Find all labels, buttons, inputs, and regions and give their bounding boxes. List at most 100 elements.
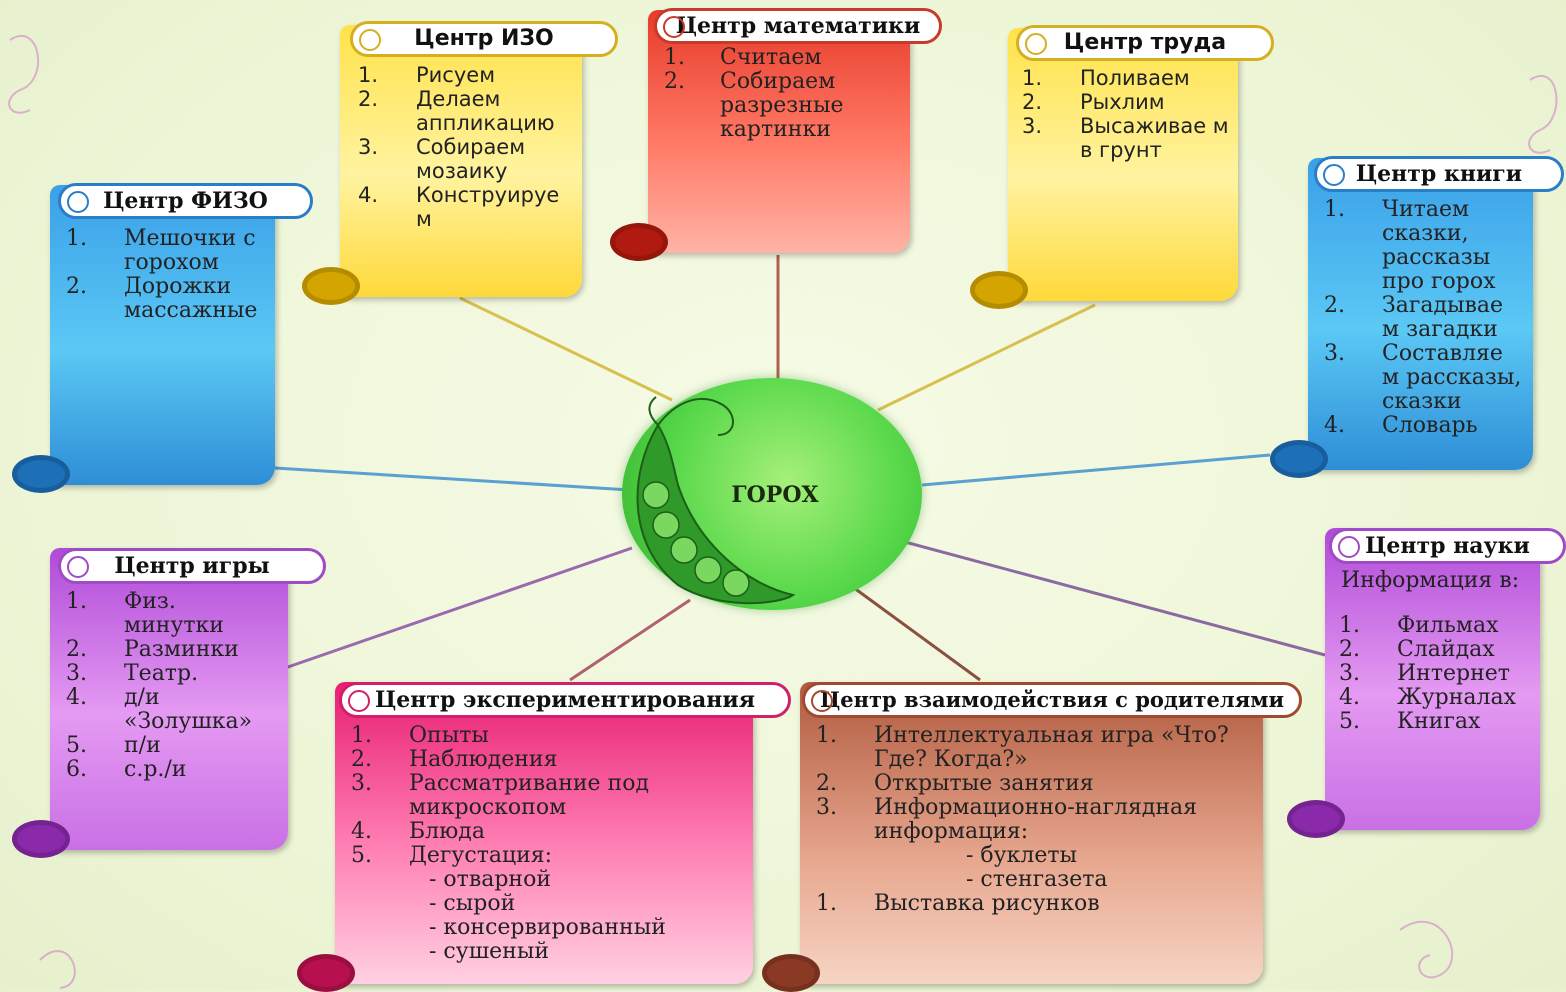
box-science-title: Центр науки bbox=[1329, 528, 1566, 564]
list-item: 3.Рассматривание под микроскопом bbox=[351, 771, 650, 820]
list-item: 2.Открытые занятия bbox=[816, 771, 1094, 796]
list-item: 2.Загадывае м загадки bbox=[1324, 293, 1504, 342]
swirl-decoration bbox=[39, 950, 76, 989]
scroll-roll-icon bbox=[359, 29, 381, 51]
list-item: 3.Интернет bbox=[1339, 661, 1510, 686]
list-item: 5.п/и bbox=[66, 733, 161, 758]
scroll-curl bbox=[12, 455, 70, 493]
list-item: 1.Читаем сказки, рассказы про горох bbox=[1324, 197, 1496, 294]
box-experiment-list: 1.Опыты 2.Наблюдения 3.Рассматривание по… bbox=[351, 724, 746, 964]
line-parents bbox=[849, 583, 981, 682]
line-science bbox=[904, 540, 1326, 657]
list-item: 5.Книгах bbox=[1339, 709, 1481, 734]
list-item: 3.Информационно-наглядная информация: bbox=[816, 795, 1198, 844]
box-experiment: Центр экспериментирования 1.Опыты 2.Набл… bbox=[297, 682, 791, 992]
sub-item: - буклеты bbox=[966, 843, 1078, 868]
box-izo-list: 1.Рисуем 2.Делаем аппликацию 3.Собираем … bbox=[358, 63, 573, 231]
scroll-curl bbox=[302, 267, 360, 305]
list-item: 1.Выставка рисунков bbox=[816, 891, 1100, 916]
box-izo-title: Центр ИЗО bbox=[350, 21, 618, 57]
line-books bbox=[921, 453, 1271, 487]
swirl-decoration bbox=[8, 35, 40, 114]
box-math-title: Центр математики bbox=[654, 8, 942, 44]
center-title: ГОРОХ bbox=[731, 482, 819, 508]
list-item: 2.Рыхлим bbox=[1022, 90, 1165, 114]
list-item: 1.Рисуем bbox=[358, 63, 496, 87]
list-item: 4.Блюда bbox=[351, 819, 485, 844]
box-books: Центр книги 1.Читаем сказки, рассказы пр… bbox=[1270, 156, 1564, 478]
sub-item: - сырой bbox=[429, 891, 516, 916]
list-item: 1.Мешочки с горохом bbox=[66, 226, 256, 275]
box-parents: Центр взаимодействия с родителями 1.Инте… bbox=[762, 682, 1302, 992]
pea-pod-icon bbox=[636, 396, 796, 605]
list-item: 4.Конструируе м bbox=[358, 183, 560, 231]
list-item: 1.Интеллектуальная игра «Что? Где? Когда… bbox=[816, 723, 1229, 772]
list-item: 1.Физ. минутки bbox=[66, 589, 224, 638]
line-games bbox=[284, 546, 633, 670]
sub-item: - отварной bbox=[429, 867, 551, 892]
box-work: Центр труда 1.Поливаем 2.Рыхлим 3.Высажи… bbox=[970, 25, 1274, 309]
list-item: 2.Слайдах bbox=[1339, 637, 1495, 662]
scroll-roll-icon bbox=[1338, 536, 1360, 558]
list-item: 1.Фильмах bbox=[1339, 613, 1499, 638]
scroll-curl bbox=[12, 820, 70, 858]
scroll-roll-icon bbox=[67, 556, 89, 578]
line-work bbox=[877, 303, 1096, 412]
swirl-decoration bbox=[1399, 920, 1454, 979]
scroll-curl bbox=[297, 954, 355, 992]
sub-item: - консервированный bbox=[429, 915, 666, 940]
scroll-roll-icon bbox=[348, 690, 370, 712]
list-item: 2.Дорожки массажные bbox=[66, 274, 258, 323]
list-item: 2.Собираем разрезные картинки bbox=[664, 69, 844, 142]
line-experiment bbox=[569, 598, 691, 682]
box-izo: Центр ИЗО 1.Рисуем 2.Делаем аппликацию 3… bbox=[302, 21, 618, 305]
box-games: Центр игры 1.Физ. минутки 2.Разминки 3.Т… bbox=[12, 548, 326, 858]
scroll-curl bbox=[610, 223, 668, 261]
box-experiment-title: Центр экспериментирования bbox=[339, 682, 791, 718]
scroll-curl bbox=[970, 271, 1028, 309]
line-izo bbox=[459, 296, 673, 402]
scroll-roll-icon bbox=[663, 16, 685, 38]
scroll-roll-icon bbox=[1323, 164, 1345, 186]
list-item: 3.Театр. bbox=[66, 661, 199, 686]
box-fizo: Центр ФИЗО 1.Мешочки с горохом 2.Дорожки… bbox=[12, 183, 313, 493]
box-work-title: Центр труда bbox=[1016, 25, 1274, 61]
box-parents-list: 1.Интеллектуальная игра «Что? Где? Когда… bbox=[816, 724, 1256, 916]
box-science: Центр науки Информация в: 1.Фильмах 2.Сл… bbox=[1287, 528, 1566, 838]
list-item: 3.Собираем мозаику bbox=[358, 135, 526, 183]
sub-item: - сушеный bbox=[429, 939, 550, 964]
list-item: 3.Составляе м рассказы, сказки bbox=[1324, 341, 1522, 414]
box-math-list: 1.Считаем 2.Собираем разрезные картинки bbox=[664, 46, 899, 142]
list-item: 1.Поливаем bbox=[1022, 66, 1190, 90]
list-item: 1.Считаем bbox=[664, 45, 822, 70]
box-math: Центр математики 1.Считаем 2.Собираем ра… bbox=[610, 8, 942, 261]
box-work-list: 1.Поливаем 2.Рыхлим 3.Высаживае м в грун… bbox=[1022, 66, 1232, 162]
list-item: 5.Дегустация: bbox=[351, 843, 553, 868]
scroll-curl bbox=[1270, 440, 1328, 478]
list-item: 2.Разминки bbox=[66, 637, 239, 662]
box-parents-title: Центр взаимодействия с родителями bbox=[802, 682, 1302, 718]
box-science-intro: Информация в: bbox=[1341, 568, 1520, 593]
list-item: 4.Журналах bbox=[1339, 685, 1517, 710]
sub-item: - стенгазета bbox=[966, 867, 1108, 892]
scroll-curl bbox=[1287, 800, 1345, 838]
list-item: 3.Высаживае м в грунт bbox=[1022, 114, 1229, 162]
box-fizo-list: 1.Мешочки с горохом 2.Дорожки массажные bbox=[66, 227, 266, 323]
list-item: 1.Опыты bbox=[351, 723, 489, 748]
list-item: 4.д/и «Золушка» bbox=[66, 685, 253, 734]
list-item: 2.Наблюдения bbox=[351, 747, 558, 772]
line-fizo bbox=[274, 466, 631, 492]
box-games-list: 1.Физ. минутки 2.Разминки 3.Театр. 4.д/и… bbox=[66, 590, 281, 782]
box-books-title: Центр книги bbox=[1314, 156, 1564, 192]
box-games-title: Центр игры bbox=[58, 548, 326, 584]
list-item: 6.с.р./и bbox=[66, 757, 187, 782]
box-fizo-title: Центр ФИЗО bbox=[58, 183, 313, 219]
list-item: 2.Делаем аппликацию bbox=[358, 87, 555, 135]
scroll-roll-icon bbox=[67, 191, 89, 213]
list-item: 4.Словарь bbox=[1324, 413, 1478, 438]
scroll-curl bbox=[762, 954, 820, 992]
swirl-decoration bbox=[1528, 75, 1558, 154]
scroll-roll-icon bbox=[811, 690, 833, 712]
box-books-list: 1.Читаем сказки, рассказы про горох 2.За… bbox=[1324, 198, 1524, 438]
